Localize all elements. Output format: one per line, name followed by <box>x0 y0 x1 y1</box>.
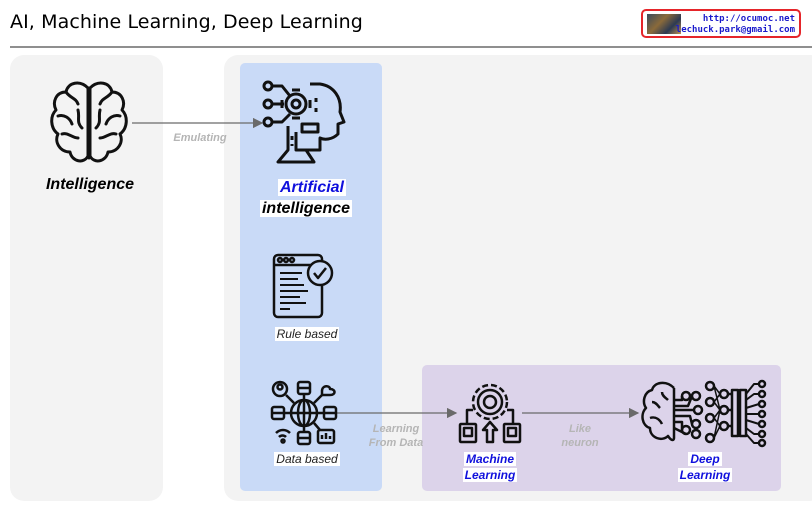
author-badge[interactable]: http://ocumoc.net lechuck.park@gmail.com <box>641 9 801 38</box>
edge-label-like-neuron: Like neuron <box>561 423 599 449</box>
intelligence-label: Intelligence <box>45 176 135 193</box>
title-divider <box>10 46 812 48</box>
author-thumbnail <box>647 14 681 34</box>
rule-based-label: Rule based <box>274 327 340 341</box>
deep-learning-label: Deep Learning <box>677 452 733 482</box>
robot-head-gear-icon <box>262 80 346 164</box>
ai-label-line2: intelligence <box>259 200 353 217</box>
globe-network-icon <box>270 380 338 446</box>
edge-label-emulating: Emulating <box>173 132 227 144</box>
brain-icon <box>50 81 128 163</box>
gear-hierarchy-icon <box>458 383 522 444</box>
page-title: AI, Machine Learning, Deep Learning <box>10 11 363 33</box>
document-checklist-icon <box>272 253 334 319</box>
ai-label-line1: Artificial <box>277 179 346 196</box>
brain-neural-network-icon <box>641 379 767 448</box>
author-url[interactable]: http://ocumoc.net <box>702 14 795 24</box>
author-email[interactable]: lechuck.park@gmail.com <box>675 25 795 35</box>
data-based-label: Data based <box>274 452 340 466</box>
edge-label-learning-from-data: Learning From Data <box>368 423 424 449</box>
machine-learning-label: Machine Learning <box>462 452 518 482</box>
